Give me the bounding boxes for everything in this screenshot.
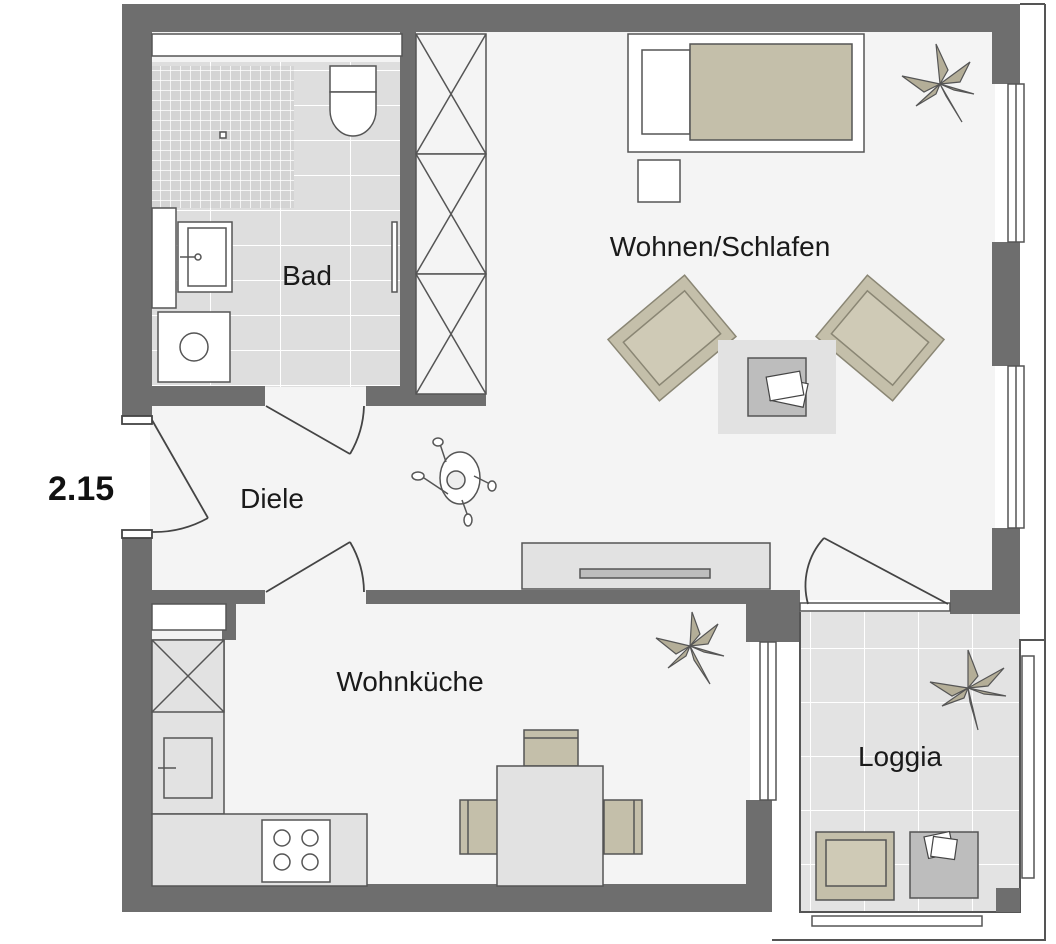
- bed-icon: [627, 33, 865, 203]
- armchair-right-icon: [814, 274, 946, 402]
- walls: [122, 4, 1020, 912]
- chair-left: [459, 799, 499, 855]
- loggia-outline: [772, 3, 1046, 941]
- chair-right: [603, 799, 643, 855]
- wardrobe: [415, 33, 487, 395]
- loggia-armchair-icon: [815, 831, 895, 901]
- dining-table: [496, 765, 604, 887]
- kitchen-shelf: [151, 603, 227, 631]
- plant-icon-kitchen: [655, 611, 725, 685]
- entrance-door: [121, 415, 209, 539]
- nightstand: [637, 159, 681, 203]
- toilet-icon: [329, 65, 377, 137]
- dining-set: [459, 729, 643, 887]
- bathroom-fixtures: [151, 33, 403, 383]
- kitchen-fixtures: [151, 603, 368, 887]
- armchair-left-icon: [606, 274, 738, 402]
- towel-rail: [391, 221, 398, 293]
- unit-number: 2.15: [48, 470, 114, 508]
- doors: [121, 405, 949, 605]
- person-icon: [411, 437, 497, 527]
- shower-drain-icon: [219, 131, 227, 139]
- plant-icon-loggia: [929, 649, 1007, 731]
- loggia-bench: [811, 915, 983, 927]
- kitchen-counter-bottom: [151, 813, 368, 887]
- bath-shelf: [151, 33, 403, 57]
- room-label-wohnen: Wohnen/Schlafen: [610, 231, 831, 262]
- bath-door: [265, 405, 365, 455]
- papers-icon: [765, 370, 809, 408]
- room-label-bad: Bad: [282, 260, 332, 291]
- room-label-diele: Diele: [240, 483, 304, 514]
- chair-top: [523, 729, 579, 767]
- window-loggia-side: [1021, 655, 1035, 879]
- sink-counter: [151, 207, 177, 309]
- stove-icon: [261, 819, 331, 883]
- room-label-kueche: Wohnküche: [336, 666, 483, 697]
- plant-icon-bedroom: [901, 43, 975, 123]
- loggia-door: [804, 537, 949, 605]
- sideboard: [521, 542, 771, 590]
- room-label-loggia: Loggia: [858, 741, 943, 772]
- loggia-papers-icon: [923, 830, 958, 861]
- kitchen-door: [265, 541, 365, 593]
- loggia-door-sill: [799, 602, 951, 612]
- windows: [759, 83, 1035, 879]
